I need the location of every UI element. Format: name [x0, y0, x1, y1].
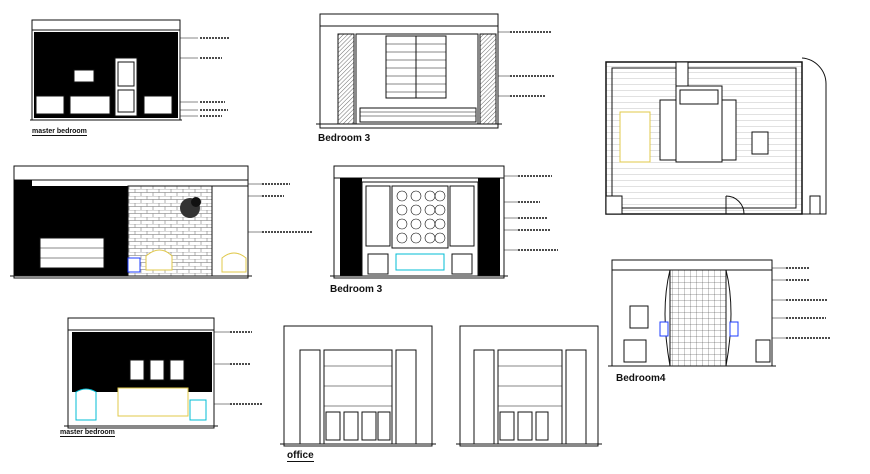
- drawing-title-office: office: [287, 450, 314, 462]
- drawing-title-bedroom-4: Bedroom4: [616, 373, 666, 384]
- drawing-title-master-bedroom-1: master bedroom: [32, 128, 87, 136]
- drawing-title-master-bedroom-2: master bedroom: [60, 429, 115, 437]
- drawing-title-bedroom-3-2: Bedroom 3: [330, 284, 383, 295]
- elevation-master-bedroom-1: [30, 19, 230, 121]
- elevation-bedroom-3-1: [316, 13, 555, 129]
- elevation-bedroom-3-2: [330, 165, 558, 279]
- drawing-title-bedroom-3-1: Bedroom 3: [318, 133, 371, 144]
- elevation-master-bedroom-3: [64, 317, 262, 429]
- elevation-bedroom-4: [608, 259, 830, 367]
- elevation-master-bedroom-2: [10, 165, 312, 279]
- elevation-office-2: [456, 325, 602, 447]
- floor-plan-bedroom-4: [605, 57, 827, 215]
- elevation-office-1: [280, 325, 436, 447]
